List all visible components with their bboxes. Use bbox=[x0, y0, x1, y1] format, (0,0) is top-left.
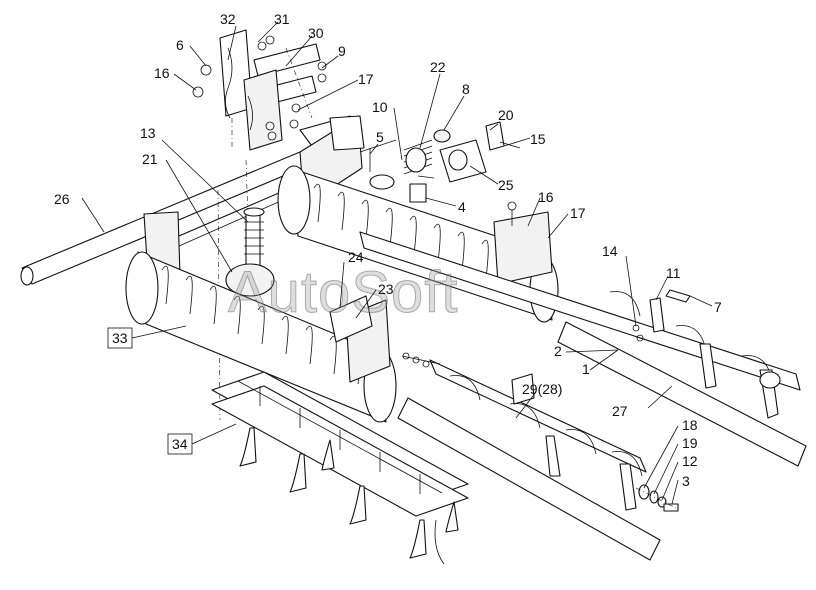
callout-21: 21 bbox=[142, 151, 158, 167]
callout-26: 26 bbox=[54, 191, 70, 207]
callout-7: 7 bbox=[714, 299, 722, 315]
callout-32: 32 bbox=[220, 11, 236, 27]
callout-16-lower: 16 bbox=[538, 189, 554, 205]
callout-24: 24 bbox=[348, 249, 364, 265]
callout-17-upper: 17 bbox=[358, 71, 374, 87]
callout-12: 12 bbox=[682, 453, 698, 469]
callout-30: 30 bbox=[308, 25, 324, 41]
callout-4: 4 bbox=[458, 199, 466, 215]
callout-23: 23 bbox=[378, 281, 394, 297]
linkage-bracket bbox=[192, 29, 327, 151]
disc-toolbar-lower bbox=[397, 355, 661, 561]
callout-3: 3 bbox=[682, 473, 690, 489]
callout-33: 33 bbox=[112, 330, 128, 346]
callout-9: 9 bbox=[338, 43, 346, 59]
callout-14: 14 bbox=[602, 243, 618, 259]
disc-toolbar bbox=[359, 231, 807, 467]
callout-27: 27 bbox=[612, 403, 628, 419]
callout-19: 19 bbox=[682, 435, 698, 451]
tine-frame bbox=[211, 371, 469, 565]
leader-lines bbox=[81, 21, 713, 505]
callout-1: 1 bbox=[582, 361, 590, 377]
centre-post bbox=[217, 159, 275, 421]
callout-5: 5 bbox=[376, 129, 384, 145]
callout-17-lower: 17 bbox=[570, 205, 586, 221]
callout-10: 10 bbox=[372, 99, 388, 115]
callout-15: 15 bbox=[530, 131, 546, 147]
callout-6: 6 bbox=[176, 37, 184, 53]
callout-2: 2 bbox=[554, 343, 562, 359]
front-roller bbox=[125, 211, 397, 423]
callout-box-34 bbox=[167, 433, 193, 455]
callout-18: 18 bbox=[682, 417, 698, 433]
callout-25: 25 bbox=[498, 177, 514, 193]
callout-22: 22 bbox=[430, 59, 446, 75]
callout-20: 20 bbox=[498, 107, 514, 123]
callout-11: 11 bbox=[666, 265, 681, 281]
callout-labels: 32 31 30 6 9 16 17 22 8 10 20 15 13 5 21… bbox=[54, 11, 722, 489]
callout-box-33 bbox=[107, 327, 133, 349]
callout-31: 31 bbox=[274, 11, 290, 27]
callout-16-upper: 16 bbox=[154, 65, 170, 81]
spring-unit bbox=[369, 121, 521, 203]
callout-29-28: 29(28) bbox=[522, 381, 562, 397]
callout-8: 8 bbox=[462, 81, 470, 97]
watermark-text: AutoSoft bbox=[228, 260, 458, 325]
callout-13: 13 bbox=[140, 125, 156, 141]
callout-34: 34 bbox=[172, 436, 188, 452]
bolt-set bbox=[369, 148, 679, 512]
